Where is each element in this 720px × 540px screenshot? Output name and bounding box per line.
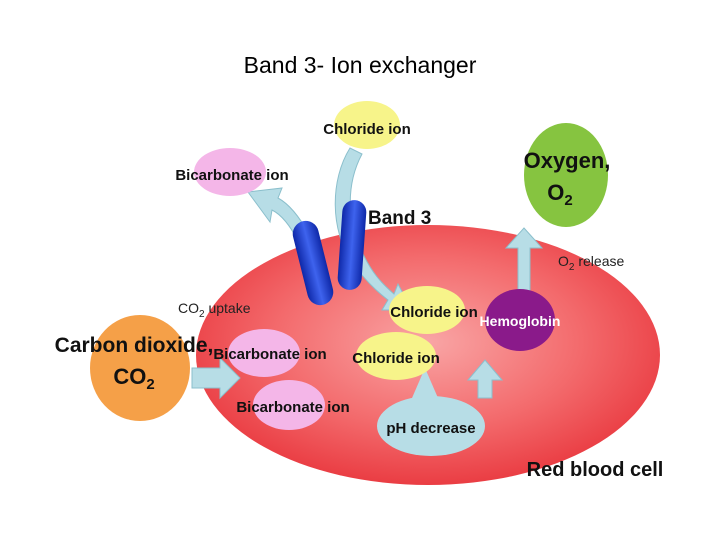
bicarbonate-ion-inside-1 xyxy=(228,329,300,377)
ph-decrease-label: pH decrease xyxy=(386,420,475,437)
chloride-ion-top xyxy=(334,101,400,149)
co2-uptake-arrow xyxy=(191,356,241,400)
bicarbonate-inside-label-1: Bicarbonate ion xyxy=(213,346,326,363)
slide-title: Band 3- Ion exchanger xyxy=(243,52,477,78)
red-blood-cell-label: Red blood cell xyxy=(527,459,664,481)
bicarbonate-inside-label-2: Bicarbonate ion xyxy=(236,399,349,416)
chloride-ion-inside-2 xyxy=(356,332,436,380)
oxygen-label-line2: O2 xyxy=(547,180,572,209)
chloride-top-label: Chloride ion xyxy=(323,121,411,138)
chloride-ion-inside-1 xyxy=(389,286,465,334)
oxygen-label-line1: Oxygen, xyxy=(524,148,611,173)
o2-release-label: O2 release xyxy=(558,253,624,273)
bicarbonate-ion-inside-2 xyxy=(253,380,325,430)
co2-uptake-label: CO2 uptake xyxy=(178,300,251,320)
carbon-dioxide-bubble xyxy=(90,315,190,421)
carbon-dioxide-label-line1: Carbon dioxide, xyxy=(55,334,214,357)
ph-decrease-bubble xyxy=(377,396,485,456)
band3-left-segment xyxy=(292,220,334,306)
band3-label: Band 3 xyxy=(368,208,431,229)
hemoglobin-upward-arrow xyxy=(466,359,504,399)
chloride-inside-label-2: Chloride ion xyxy=(352,350,440,367)
carbon-dioxide-label-line2: CO2 xyxy=(113,364,154,393)
bicarbonate-ion-top xyxy=(194,148,266,196)
chloride-inside-label-1: Chloride ion xyxy=(390,304,478,321)
hemoglobin-bubble xyxy=(485,289,555,351)
hemoglobin-label: Hemoglobin xyxy=(480,313,561,329)
bicarbonate-top-label: Bicarbonate ion xyxy=(175,167,288,184)
ph-callout-pointer xyxy=(412,368,438,398)
oxygen-bubble xyxy=(524,123,608,227)
band3-right-segment xyxy=(337,200,367,290)
